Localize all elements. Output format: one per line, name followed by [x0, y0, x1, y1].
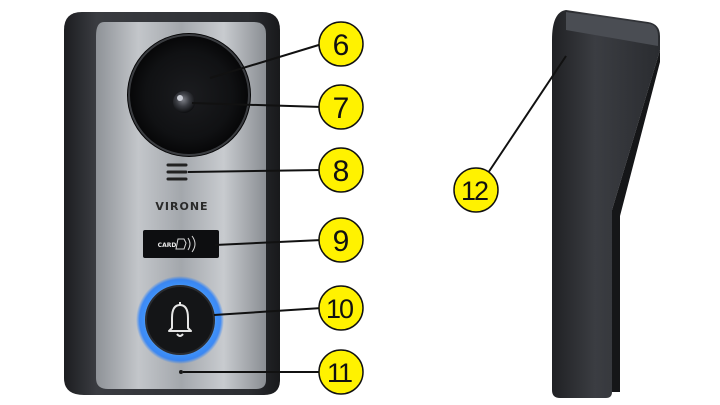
callout-6: 6	[318, 21, 364, 67]
call-button	[136, 276, 224, 364]
callout-7-label: 7	[333, 92, 350, 125]
doorbell-front-view: VIRONE CARD	[64, 12, 280, 395]
callout-9: 9	[318, 217, 364, 263]
side-housing	[552, 10, 660, 398]
callout-9-label: 9	[333, 225, 350, 258]
callout-12-label: 12	[461, 176, 488, 206]
speaker-grille-icon	[166, 163, 188, 181]
doorbell-side-view	[552, 10, 660, 398]
callout-7: 7	[318, 84, 364, 130]
leader-line-8	[187, 169, 323, 173]
callout-11-label: 11	[327, 358, 352, 388]
side-bevel	[566, 12, 658, 46]
callout-8-label: 8	[333, 155, 350, 188]
leader-lines	[183, 43, 567, 373]
callout-10: 10	[318, 285, 364, 331]
camera-icon	[127, 33, 251, 157]
leader-line-12	[481, 55, 567, 183]
brand-logo: VIRONE	[155, 200, 208, 213]
leader-line-6	[209, 43, 323, 79]
callout-12: 12	[453, 167, 499, 213]
microphone-icon	[179, 370, 183, 374]
leader-line-7	[191, 102, 323, 108]
side-back-edge	[612, 50, 660, 392]
callout-6-label: 6	[333, 29, 350, 62]
callout-10-label: 10	[326, 294, 353, 324]
callout-8: 8	[318, 147, 364, 193]
card-label: CARD	[158, 242, 177, 249]
callout-11: 11	[318, 349, 364, 395]
leader-line-9	[214, 239, 323, 246]
card-reader-icon: CARD	[143, 230, 219, 258]
leader-line-10	[213, 307, 323, 316]
bell-icon	[168, 302, 192, 337]
